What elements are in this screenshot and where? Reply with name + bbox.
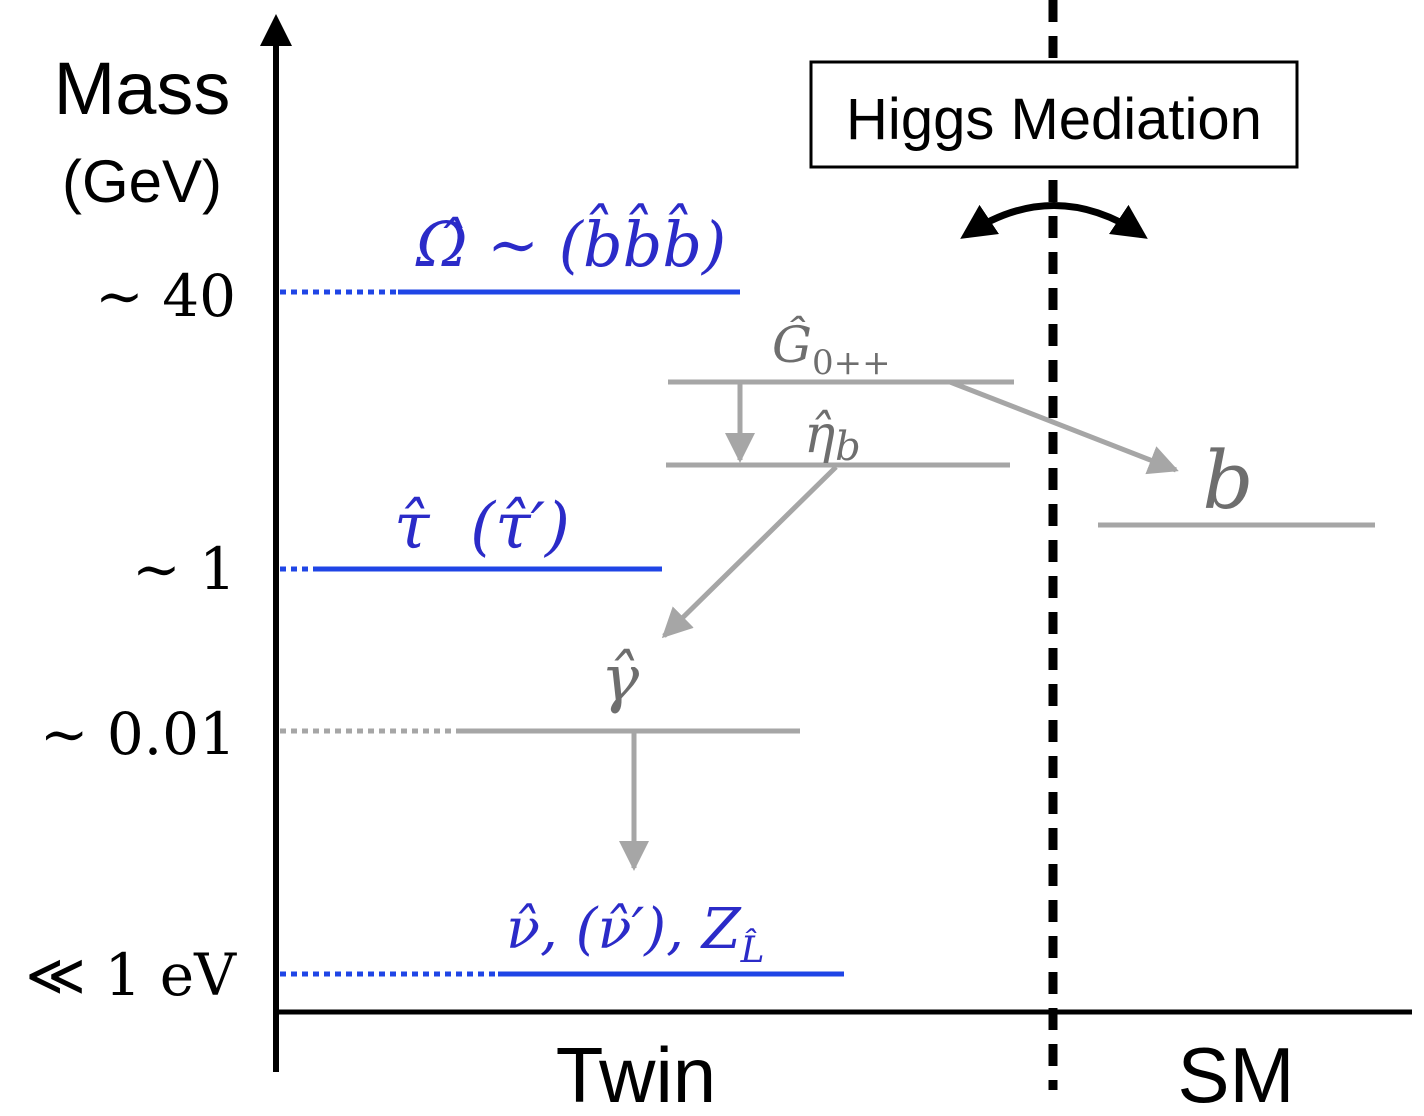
photon-label: γ̂	[601, 642, 640, 716]
glueball-label-sub: 0++	[812, 343, 891, 383]
sector-label-sm: SM	[1178, 1031, 1295, 1116]
mediation-double-arrow	[960, 202, 1148, 239]
mediation-box	[809, 60, 1299, 169]
mass-axis-arrowhead	[260, 14, 292, 46]
tick-label-001: ∼ 0.01	[40, 700, 236, 768]
sector-label-twin: Twin	[556, 1031, 716, 1116]
tick-label-ev: ≪ 1 eV	[25, 941, 237, 1009]
nu-label: ν̂, (ν̂′), ZL̂	[506, 897, 765, 971]
tick-label-1: ∼ 1	[132, 535, 236, 603]
eta-label-sub: b	[835, 424, 861, 470]
glueball-label: Ĝ0++	[772, 315, 891, 383]
eta-to-photon-arrow	[661, 465, 838, 639]
axis-unit: (GeV)	[62, 148, 222, 215]
tick-label-40: ∼ 40	[95, 262, 236, 330]
eta-label: η̂b	[804, 405, 861, 470]
mediation-label: Higgs Mediation	[846, 87, 1262, 152]
omega-label: Ω̂ ∼ (b̂b̂b̂)	[415, 203, 726, 281]
tau-label: τ̂ (τ̂′)	[394, 490, 570, 564]
nu-label-sub: L̂	[740, 928, 765, 971]
glueball-to-b-arrow	[949, 379, 1179, 475]
b-label: b	[1202, 434, 1253, 527]
axis-title: Mass	[54, 47, 231, 130]
